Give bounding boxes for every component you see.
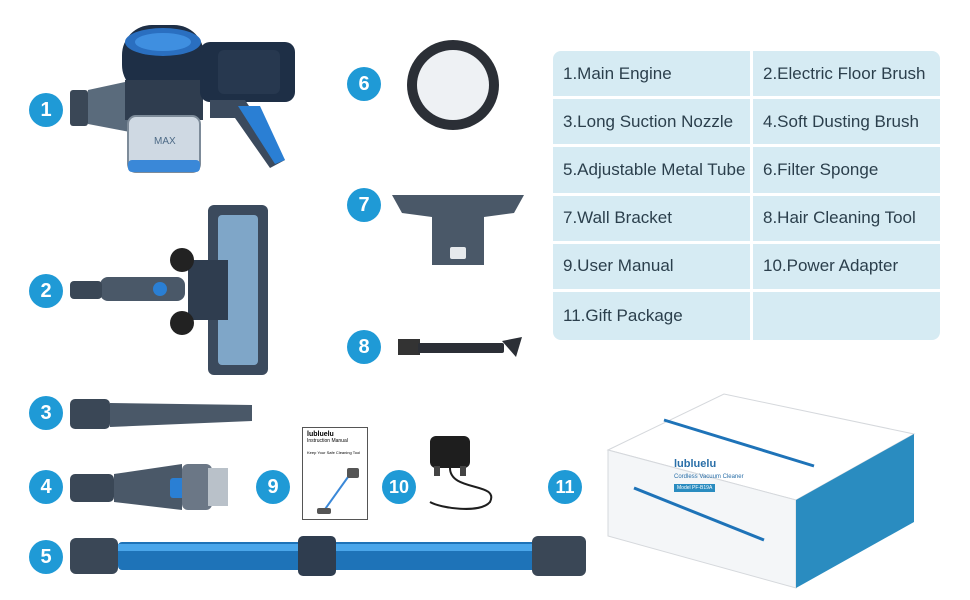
floor-brush-image [70, 205, 275, 382]
badge-2: 2 [29, 274, 63, 308]
gift-box-image: lubluelu Cordless Vacuum Cleaner Model P… [604, 390, 916, 597]
power-adapter-image [420, 432, 506, 519]
manual-title: Instruction Manual [307, 438, 348, 444]
manual-brand: lubluelu [307, 431, 334, 438]
user-manual-image: lubluelu Instruction Manual Keep Your Sa… [302, 427, 368, 520]
hair-tool-image [398, 335, 522, 366]
badge-5: 5 [29, 540, 63, 574]
badge-9: 9 [256, 470, 290, 504]
max-label: MAX [154, 136, 176, 147]
filter-sponge-image [405, 38, 501, 137]
box-brand: lubluelu [674, 458, 717, 470]
wall-bracket-image [392, 191, 524, 276]
item-cell-9: 9.User Manual [553, 243, 753, 292]
badge-6: 6 [347, 67, 381, 101]
item-cell-6: 6.Filter Sponge [753, 147, 940, 196]
item-cell-empty [753, 292, 940, 340]
item-cell-2: 2.Electric Floor Brush [753, 51, 940, 100]
item-cell-8: 8.Hair Cleaning Tool [753, 196, 940, 244]
badge-7: 7 [347, 188, 381, 222]
badge-10: 10 [382, 470, 416, 504]
dusting-brush-image [70, 460, 230, 519]
item-cell-4: 4.Soft Dusting Brush [753, 99, 940, 148]
main-engine-image: MAX [70, 20, 300, 195]
item-cell-7: 7.Wall Bracket [553, 195, 753, 244]
item-cell-10: 10.Power Adapter [753, 244, 940, 292]
badge-11: 11 [548, 470, 582, 504]
badge-8: 8 [347, 330, 381, 364]
metal-tube-image [70, 530, 586, 587]
item-cell-5: 5.Adjustable Metal Tube [553, 147, 753, 196]
item-list-table: 1.Main Engine 2.Electric Floor Brush 3.L… [553, 51, 940, 340]
item-cell-1: 1.Main Engine [553, 51, 753, 100]
badge-1: 1 [29, 93, 63, 127]
item-cell-11: 11.Gift Package [553, 291, 753, 340]
manual-subtitle: Keep Your Safe Cleaning Tool [307, 450, 361, 455]
badge-3: 3 [29, 396, 63, 430]
item-cell-3: 3.Long Suction Nozzle [553, 99, 753, 148]
badge-4: 4 [29, 470, 63, 504]
suction-nozzle-image [70, 397, 252, 438]
box-tag: Model PF-B19A [674, 484, 716, 492]
box-subtitle: Cordless Vacuum Cleaner [674, 474, 744, 480]
